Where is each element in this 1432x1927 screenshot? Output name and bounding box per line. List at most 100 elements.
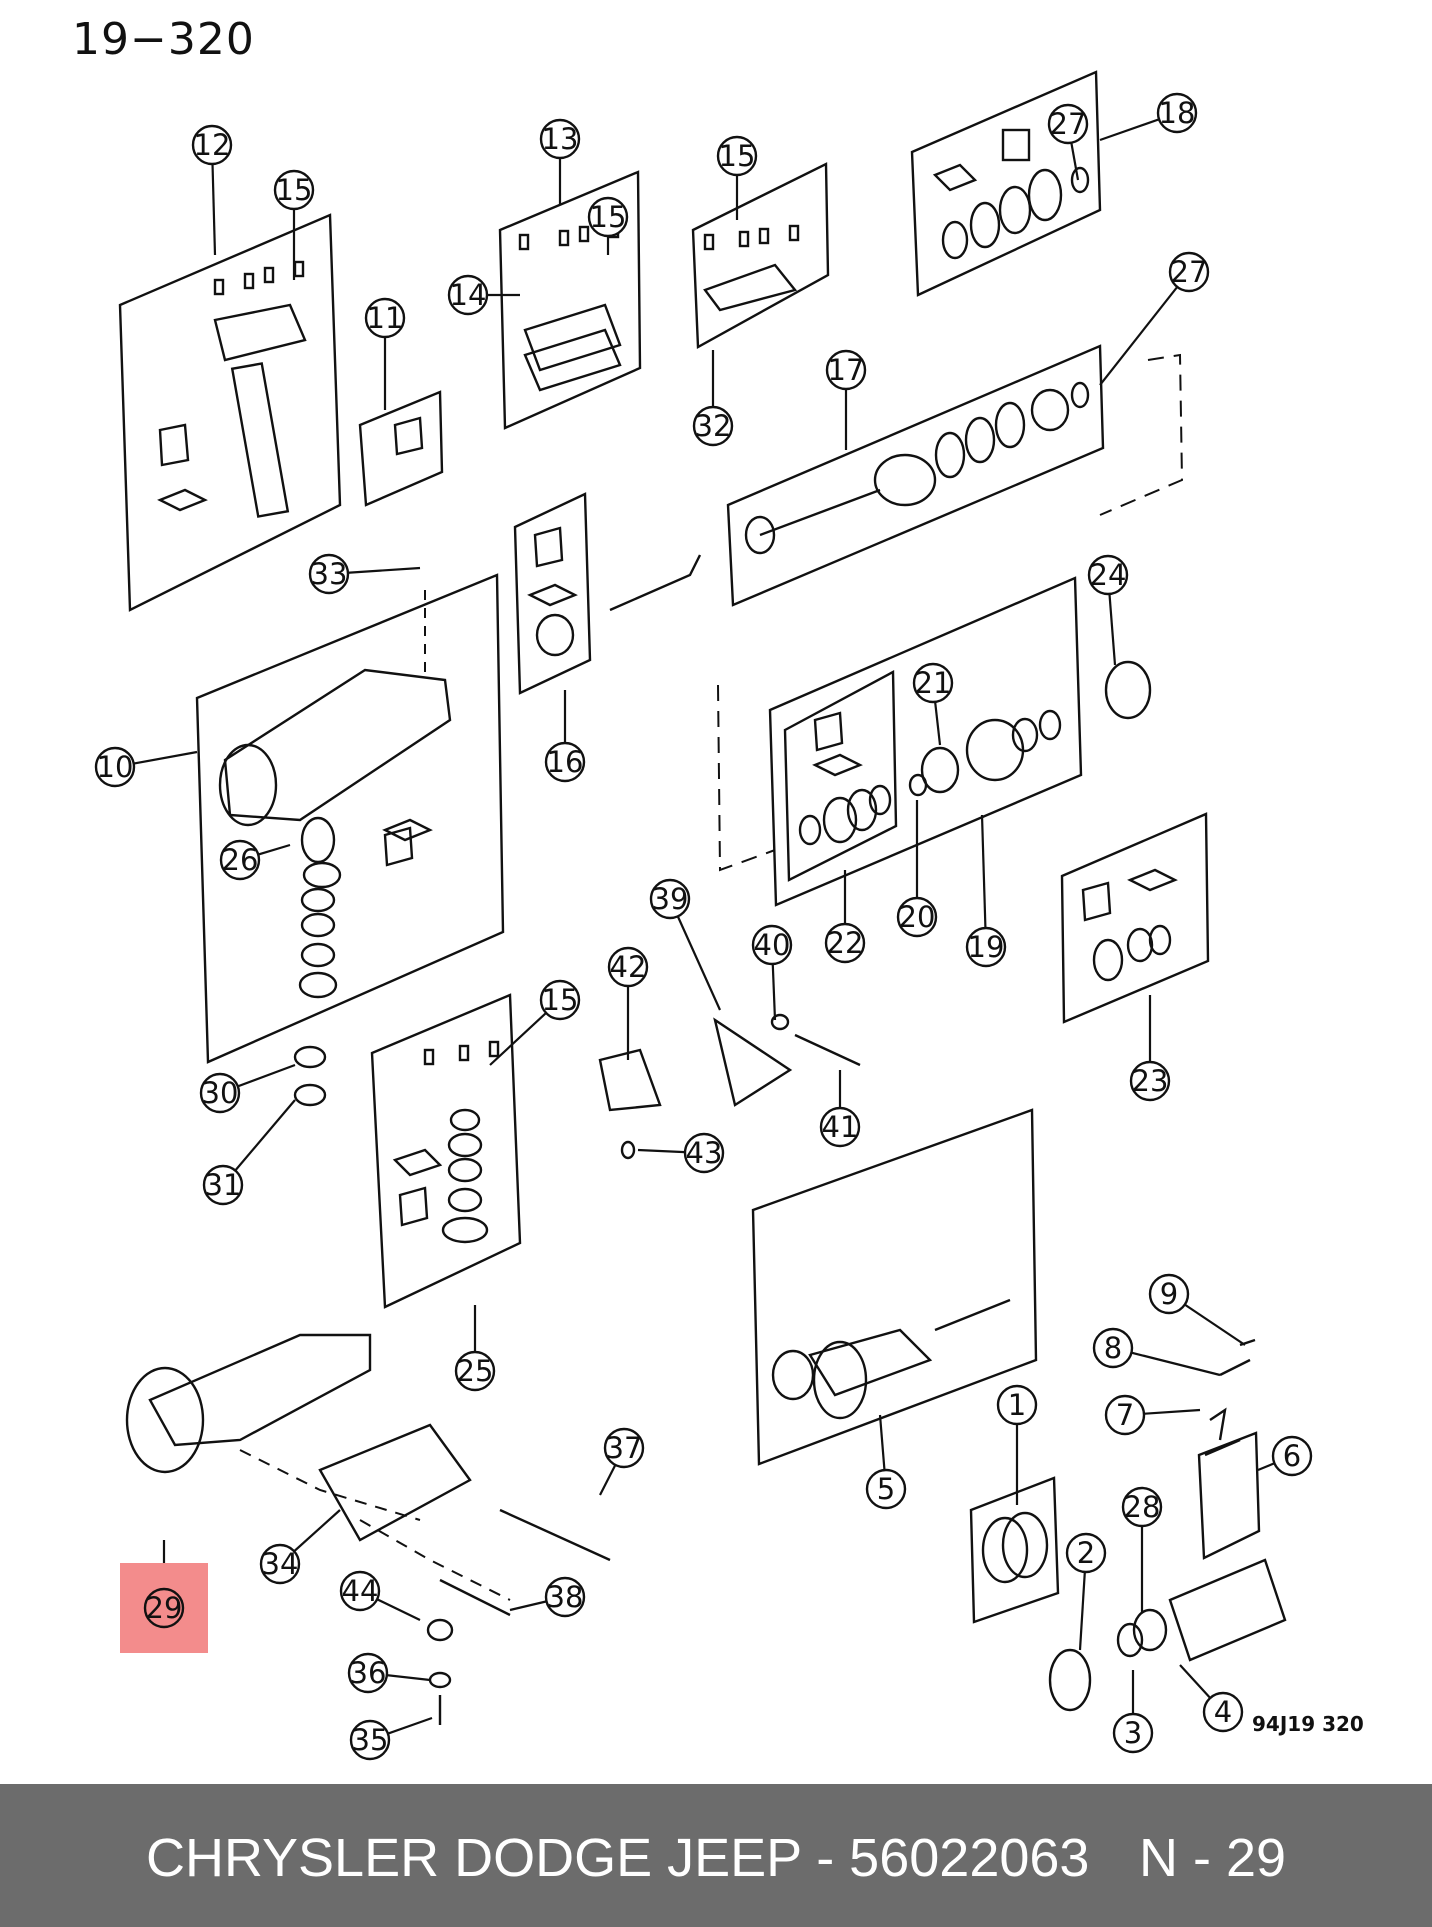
part-ring <box>744 515 776 555</box>
callout-circle-29 <box>143 1587 185 1629</box>
part-ring <box>868 784 892 816</box>
drawing-code: 94J19 320 <box>1252 1712 1364 1736</box>
callout-circle-34 <box>259 1543 301 1585</box>
callout-label-4: 4 <box>1214 1695 1232 1729</box>
callout-label-17: 17 <box>828 353 865 387</box>
callout-circle-23 <box>1129 1060 1171 1102</box>
callout-circle-7 <box>1104 1394 1146 1436</box>
callout-label-23: 23 <box>1132 1064 1169 1098</box>
part-ring <box>1038 709 1062 741</box>
callout-label-43: 43 <box>686 1136 723 1170</box>
callout-label-5: 5 <box>877 1472 895 1506</box>
gasket <box>812 753 863 777</box>
callout-circle-2 <box>1065 1532 1107 1574</box>
part-ring <box>941 220 969 260</box>
callout-circle-39 <box>649 878 691 920</box>
callout-label-26: 26 <box>222 843 259 877</box>
part-ring <box>1092 938 1124 982</box>
callout-label-7: 7 <box>1116 1398 1134 1432</box>
callout-circle-41 <box>819 1106 861 1148</box>
bolt-icon <box>423 1048 435 1066</box>
seal-packet <box>533 526 564 568</box>
callout-label-34: 34 <box>262 1547 299 1581</box>
part-drawings <box>125 128 1287 1725</box>
part-ring <box>798 814 822 846</box>
leader-lines <box>114 111 1293 1742</box>
gasket <box>527 583 578 607</box>
callout-circle-6 <box>1271 1435 1313 1477</box>
bolt-icon <box>293 260 305 278</box>
callout-label-38: 38 <box>547 1580 584 1614</box>
callout-circle-10 <box>94 746 136 788</box>
callout-circle-42 <box>607 946 649 988</box>
callout-circle-8 <box>1092 1327 1134 1369</box>
callout-label-14: 14 <box>450 278 487 312</box>
callout-circle-35 <box>349 1719 391 1761</box>
kit-panels <box>118 70 1261 1624</box>
callout-label-44: 44 <box>342 1574 379 1608</box>
part-ring <box>964 416 996 464</box>
callout-label-11: 11 <box>367 301 404 335</box>
part-ring <box>969 201 1001 249</box>
callout-circle-38 <box>544 1576 586 1618</box>
gasket <box>392 1148 443 1177</box>
worm-shaft <box>759 488 881 537</box>
seal-packet <box>1081 881 1112 922</box>
part-ring <box>300 912 336 938</box>
bolt-icon <box>243 272 255 290</box>
callout-label-27: 27 <box>1050 107 1087 141</box>
part-ring <box>1070 381 1090 409</box>
gasket <box>932 163 978 192</box>
seal-ring <box>1132 1608 1168 1652</box>
long-bolt <box>499 1508 611 1562</box>
gear-housing-assembly <box>148 1333 372 1447</box>
bolt-icon <box>788 224 800 242</box>
part-ring <box>298 971 338 999</box>
seal-packet <box>398 1186 429 1227</box>
pump-assembly <box>1168 1558 1287 1662</box>
footer-reference: N - 29 <box>1139 1828 1287 1888</box>
panel-19 <box>768 576 1083 907</box>
callout-label-24: 24 <box>1090 558 1127 592</box>
callout-label-2: 2 <box>1077 1536 1095 1570</box>
callout-label-9: 9 <box>1160 1277 1178 1311</box>
panel-13 <box>498 170 642 430</box>
callout-circle-27 <box>1168 251 1210 293</box>
callout-label-15: 15 <box>590 200 627 234</box>
part-ring <box>300 887 336 913</box>
part-ring <box>1148 924 1172 956</box>
callout-circle-3 <box>1112 1712 1154 1754</box>
part-ring <box>822 796 858 844</box>
callout-label-15: 15 <box>719 139 756 173</box>
part-ring <box>908 773 928 797</box>
seal-ring <box>920 746 960 794</box>
panel-10 <box>195 573 505 1064</box>
bolt-icon <box>518 233 530 251</box>
cover-plate <box>213 303 307 362</box>
callout-label-18: 18 <box>1159 96 1196 130</box>
seal-ring <box>535 613 575 657</box>
callout-label-12: 12 <box>194 128 231 162</box>
spring-tab <box>1204 1438 1241 1457</box>
seal-packet <box>1001 128 1031 162</box>
callout-label-19: 19 <box>968 930 1005 964</box>
panel-16 <box>513 492 592 695</box>
seal-packet <box>383 826 414 867</box>
callout-label-29: 29 <box>146 1591 183 1625</box>
gear-housing <box>223 668 452 822</box>
panel-18 <box>910 70 1102 297</box>
callout-circle-12 <box>191 124 233 166</box>
callout-circle-21 <box>912 662 954 704</box>
callout-circle-19 <box>965 926 1007 968</box>
callout-circle-15 <box>273 169 315 211</box>
bolt-icon <box>213 278 225 296</box>
callout-circle-13 <box>539 118 581 160</box>
part-ring <box>846 788 878 832</box>
callout-circle-25 <box>454 1350 496 1392</box>
callout-circle-43 <box>683 1132 725 1174</box>
callout-circle-33 <box>308 553 350 595</box>
seal-packet <box>393 416 424 456</box>
housing-bore <box>125 1366 205 1474</box>
